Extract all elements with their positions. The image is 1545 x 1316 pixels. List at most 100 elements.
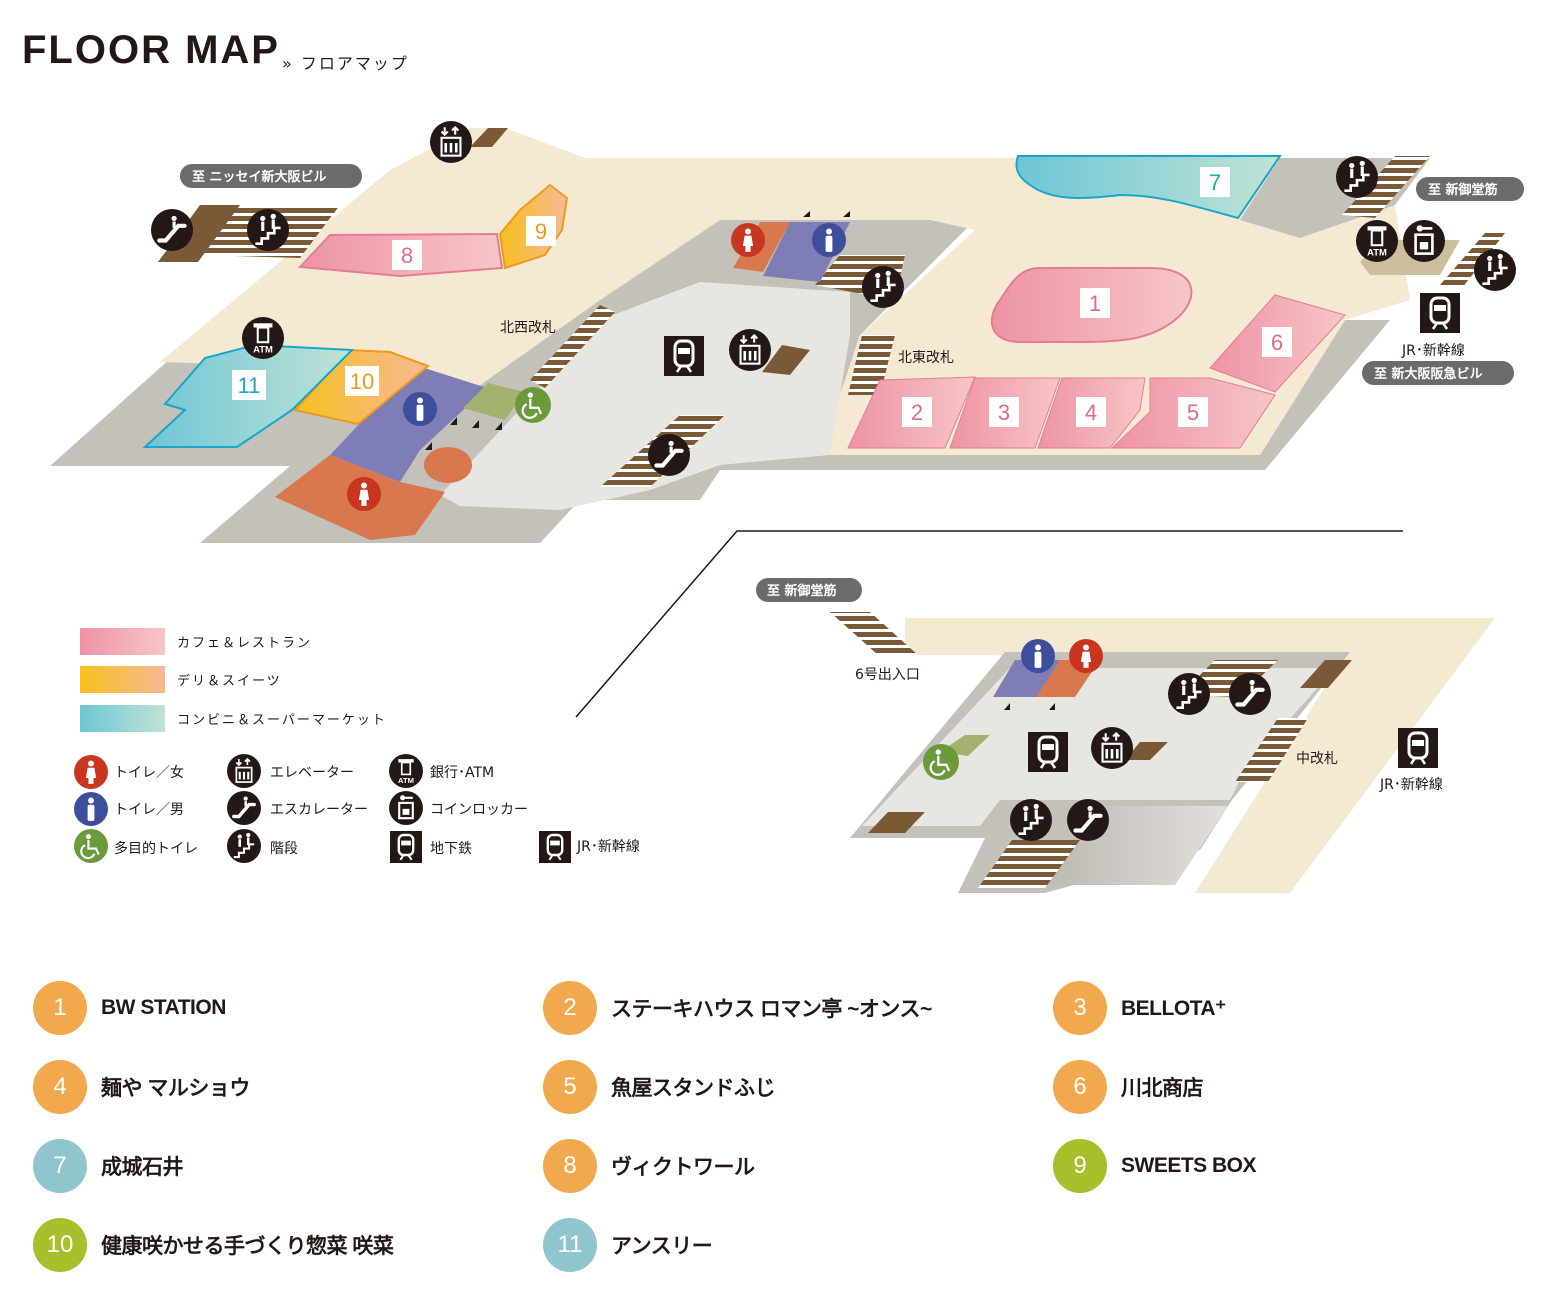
legend-men-label: トイレ／男 (114, 802, 184, 818)
escalator-icon[interactable] (151, 209, 193, 251)
shop-number: 11 (238, 373, 261, 398)
page-subtitle: » フロアマップ (282, 54, 409, 73)
store-item[interactable]: 5 魚屋スタンドふじ (543, 1060, 776, 1114)
main-floor (160, 128, 1430, 455)
store-number-badge: 10 (33, 1218, 87, 1272)
store-name: ステーキハウス ロマン亭 ~オンス~ (611, 998, 932, 1021)
shop-number: 4 (1085, 400, 1097, 425)
legend-accessible-label: 多目的トイレ (114, 841, 198, 857)
shop-number: 9 (535, 219, 547, 244)
store-number-badge: 5 (543, 1060, 597, 1114)
store-name: BW STATION (101, 996, 226, 1019)
store-number-badge: 2 (543, 981, 597, 1035)
subway-icon[interactable] (664, 336, 704, 376)
legend-atm-label: 銀行･ATM (430, 765, 495, 781)
elevator-icon[interactable] (1091, 727, 1133, 769)
store-name: 成城石井 (101, 1156, 184, 1179)
store-name: 麺や マルショウ (101, 1077, 250, 1100)
shaft-block (868, 812, 925, 833)
accessible-toilet-icon[interactable] (515, 387, 551, 423)
legend-escalator-label: エスカレーター (270, 802, 368, 818)
toilet-men-icon (74, 792, 108, 826)
atm-icon (389, 754, 423, 788)
escalator-icon[interactable] (1067, 799, 1109, 841)
elevator-icon[interactable] (729, 329, 771, 371)
accessible-toilet-area (463, 383, 525, 420)
shaft-block (1300, 660, 1352, 688)
stairs-block (1440, 233, 1505, 288)
jr-shinkansen-icon (539, 831, 571, 863)
store-name: BELLOTA⁺ (1121, 996, 1226, 1020)
toilet-men-icon[interactable] (812, 223, 846, 257)
legend-subway-label: 地下鉄 (430, 841, 472, 857)
legend-cafe-restaurant: カフェ＆レストラン (80, 628, 312, 655)
stairs-icon[interactable] (247, 209, 289, 251)
shop-number: 10 (350, 369, 374, 394)
stairs-block (1342, 156, 1430, 218)
stairs-icon[interactable] (1168, 673, 1210, 715)
store-item[interactable]: 4 麺や マルショウ (33, 1060, 250, 1114)
stairs-block (978, 840, 1080, 888)
gate-northwest: 北西改札 (500, 320, 556, 336)
lower-floor: 至 新御堂筋 6号出入口 中改札 JR･新幹線 (756, 578, 1495, 893)
store-name: アンスリー (611, 1235, 713, 1258)
accessible-toilet-icon (74, 829, 108, 863)
accessible-toilet-icon[interactable] (923, 744, 959, 780)
subway-icon[interactable] (1028, 732, 1068, 772)
elevator-shaft (1125, 742, 1168, 760)
direction-midosuji-lower: 至 新御堂筋 (767, 583, 837, 599)
escalator-icon[interactable] (648, 434, 690, 476)
legend-label: コンビニ＆スーパーマーケット (177, 713, 387, 728)
door-markers (1004, 703, 1055, 710)
shop-number: 3 (998, 400, 1010, 425)
legend-swatch (80, 705, 165, 732)
elevator-shaft (470, 128, 508, 147)
lower-floor-cream (905, 618, 1495, 893)
store-name: 魚屋スタンドふじ (611, 1077, 776, 1100)
toilet-women-icon[interactable] (347, 477, 381, 511)
toilet-women-icon[interactable] (731, 223, 765, 257)
elevator-shaft (762, 345, 810, 375)
direction-hankyu: 至 新大阪阪急ビル (1374, 366, 1483, 382)
stairs-block (530, 305, 615, 388)
atm-icon[interactable] (242, 317, 284, 359)
subway-icon (390, 831, 422, 863)
legend-swatch (80, 628, 165, 655)
store-item[interactable]: 1 BW STATION (33, 981, 226, 1035)
jr-label: JR･新幹線 (1379, 776, 1443, 793)
stairs-icon (227, 829, 261, 863)
store-item[interactable]: 2 ステーキハウス ロマン亭 ~オンス~ (543, 981, 932, 1035)
toilet-men-icon[interactable] (1021, 639, 1055, 673)
stairs-icon[interactable] (1010, 799, 1052, 841)
floor-connector-line (575, 530, 1403, 718)
store-name: 川北商店 (1121, 1077, 1204, 1100)
jr-shinkansen-icon[interactable] (1420, 293, 1460, 333)
toilet-women-icon[interactable] (1069, 639, 1103, 673)
stairs-icon[interactable] (1336, 156, 1378, 198)
direction-nissay: 至 ニッセイ新大阪ビル (192, 169, 327, 185)
elevator-icon[interactable] (430, 121, 472, 163)
legend-convenience-supermarket: コンビニ＆スーパーマーケット (80, 705, 387, 732)
shop-number: 8 (401, 243, 413, 268)
toilet-men-icon[interactable] (403, 392, 437, 426)
store-number-badge: 8 (543, 1139, 597, 1193)
store-number-badge: 1 (33, 981, 87, 1035)
shop-number: 5 (1187, 400, 1199, 425)
store-number-badge: 4 (33, 1060, 87, 1114)
atm-icon[interactable] (1356, 220, 1398, 262)
escalator-icon[interactable] (1229, 673, 1271, 715)
coin-locker-icon[interactable] (1403, 220, 1445, 262)
escalator-icon (227, 791, 261, 825)
shop-number-labels: 1 2 3 4 5 6 7 8 9 10 11 (232, 167, 1292, 427)
jr-shinkansen-icon[interactable] (1398, 728, 1438, 768)
stairs-icon[interactable] (1474, 249, 1516, 291)
store-number-badge: 9 (1053, 1139, 1107, 1193)
stairs-icon[interactable] (862, 266, 904, 308)
